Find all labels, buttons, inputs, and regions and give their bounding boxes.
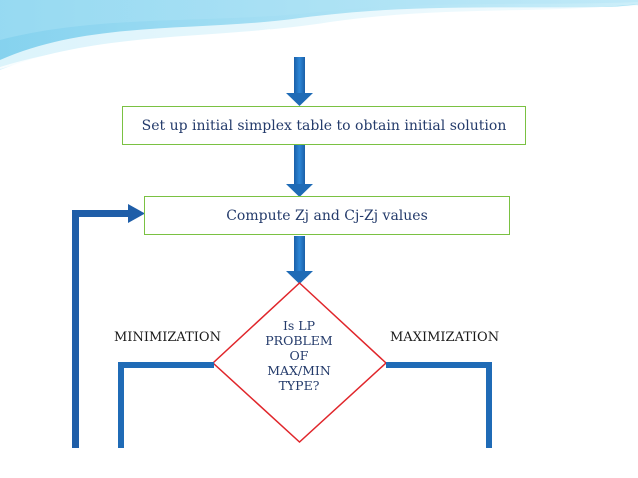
- step-compute-label: Compute Zj and Cj-Zj values: [226, 207, 428, 224]
- minimization-label: MINIMIZATION: [114, 330, 221, 345]
- decision-line-3: OF: [289, 348, 309, 363]
- arrow-step1-to-step2: [286, 145, 313, 197]
- decision-line-2: PROBLEM: [265, 333, 333, 348]
- maximization-label: MAXIMIZATION: [390, 330, 500, 345]
- maximization-branch-line: [386, 362, 492, 448]
- step-compute-values: Compute Zj and Cj-Zj values: [144, 196, 510, 235]
- decision-line-4: MAX/MIN: [267, 363, 331, 378]
- loop-back-arrow: [72, 204, 145, 448]
- decision-line-1: Is LP: [282, 318, 316, 333]
- step-setup-label: Set up initial simplex table to obtain i…: [141, 117, 507, 134]
- minimization-branch-line: [118, 362, 214, 448]
- decision-question: Is LP PROBLEM OF MAX/MIN TYPE?: [244, 318, 354, 393]
- decision-line-5: TYPE?: [278, 378, 320, 393]
- decision-diamond: [211, 281, 388, 444]
- step-setup-simplex-table: Set up initial simplex table to obtain i…: [122, 106, 526, 145]
- header-wave-decoration: [0, 0, 638, 70]
- arrow-into-step1: [286, 57, 313, 106]
- arrow-step2-to-decision: [286, 236, 313, 284]
